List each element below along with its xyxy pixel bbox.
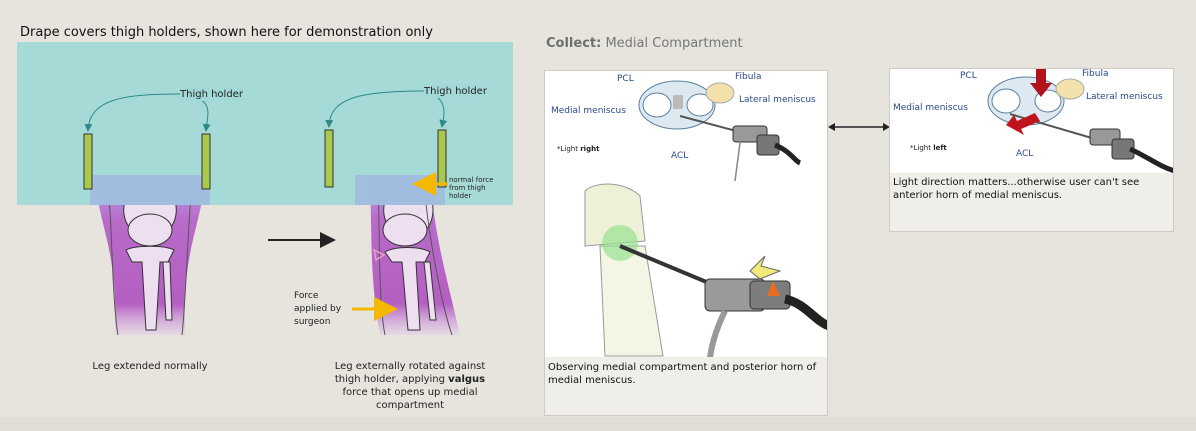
label-pcl-2: PCL — [960, 71, 977, 81]
light-direction-2: left — [933, 144, 947, 152]
arthroscopy-card-light-left: PCL Fibula Medial meniscus Lateral menis… — [889, 68, 1174, 232]
thigh-holder-label-left: Thigh holder — [180, 88, 243, 101]
light-direction-note-2: *Light left — [910, 144, 947, 152]
left-knee-bones — [123, 199, 177, 331]
force-applied-label: Force applied by surgeon — [294, 291, 342, 327]
heading-prefix: Collect: — [546, 36, 602, 51]
label-fibula: Fibula — [735, 72, 762, 82]
light-left-diagram — [987, 69, 1173, 173]
rotated-knee-bones — [382, 199, 437, 331]
arthroscopy-card-main: PCL Fibula Medial meniscus Lateral menis… — [544, 70, 828, 416]
leg-normal-caption: Leg extended normally — [92, 361, 208, 372]
comparison-double-arrow — [828, 123, 890, 131]
demonstration-caption: Drape covers thigh holders, shown here f… — [20, 25, 433, 40]
card-main-caption: Observing medial compartment and posteri… — [548, 362, 817, 386]
light-prefix: *Light — [557, 145, 578, 153]
normal-force-note: normal force from thigh holder — [449, 176, 494, 200]
label-acl: ACL — [671, 151, 689, 161]
thigh-holder-bar — [83, 133, 93, 190]
thigh-holder-bar — [201, 133, 211, 190]
light-arrow-left — [1006, 113, 1040, 135]
leg-rotated-caption: Leg externally rotated against thigh hol… — [330, 360, 490, 412]
thigh-holder-label-right: Thigh holder — [424, 85, 487, 98]
label-medial-meniscus-2: Medial meniscus — [893, 103, 968, 113]
valgus-term: valgus — [448, 374, 486, 385]
leg-rotated-caption-part1: Leg externally rotated against thigh hol… — [334, 361, 486, 385]
light-prefix-2: *Light — [910, 144, 931, 152]
knee-demonstration-diagram — [17, 42, 513, 336]
bottom-strip — [0, 417, 1196, 431]
leg-rotated-caption-part2: force that opens up medial compartment — [342, 387, 478, 411]
label-lateral-meniscus-2: Lateral meniscus — [1086, 92, 1163, 102]
light-direction: right — [580, 145, 600, 153]
label-lateral-meniscus: Lateral meniscus — [739, 95, 816, 105]
heading-title: Medial Compartment — [605, 36, 743, 51]
thigh-holder-bar — [324, 129, 334, 188]
light-direction-note: *Light right — [557, 145, 599, 153]
label-medial-meniscus: Medial meniscus — [551, 106, 626, 116]
label-fibula-2: Fibula — [1082, 69, 1109, 79]
thigh-holder-bar — [437, 129, 447, 188]
label-pcl: PCL — [617, 74, 634, 84]
label-acl-2: ACL — [1016, 149, 1034, 159]
arthroscope-view-diagram — [584, 80, 827, 361]
light-arrow-top — [1030, 69, 1052, 97]
medial-gap-marker — [372, 248, 386, 262]
card-right-caption: Light direction matters...otherwise user… — [893, 177, 1140, 201]
section-heading: Collect: Medial Compartment — [546, 36, 743, 51]
